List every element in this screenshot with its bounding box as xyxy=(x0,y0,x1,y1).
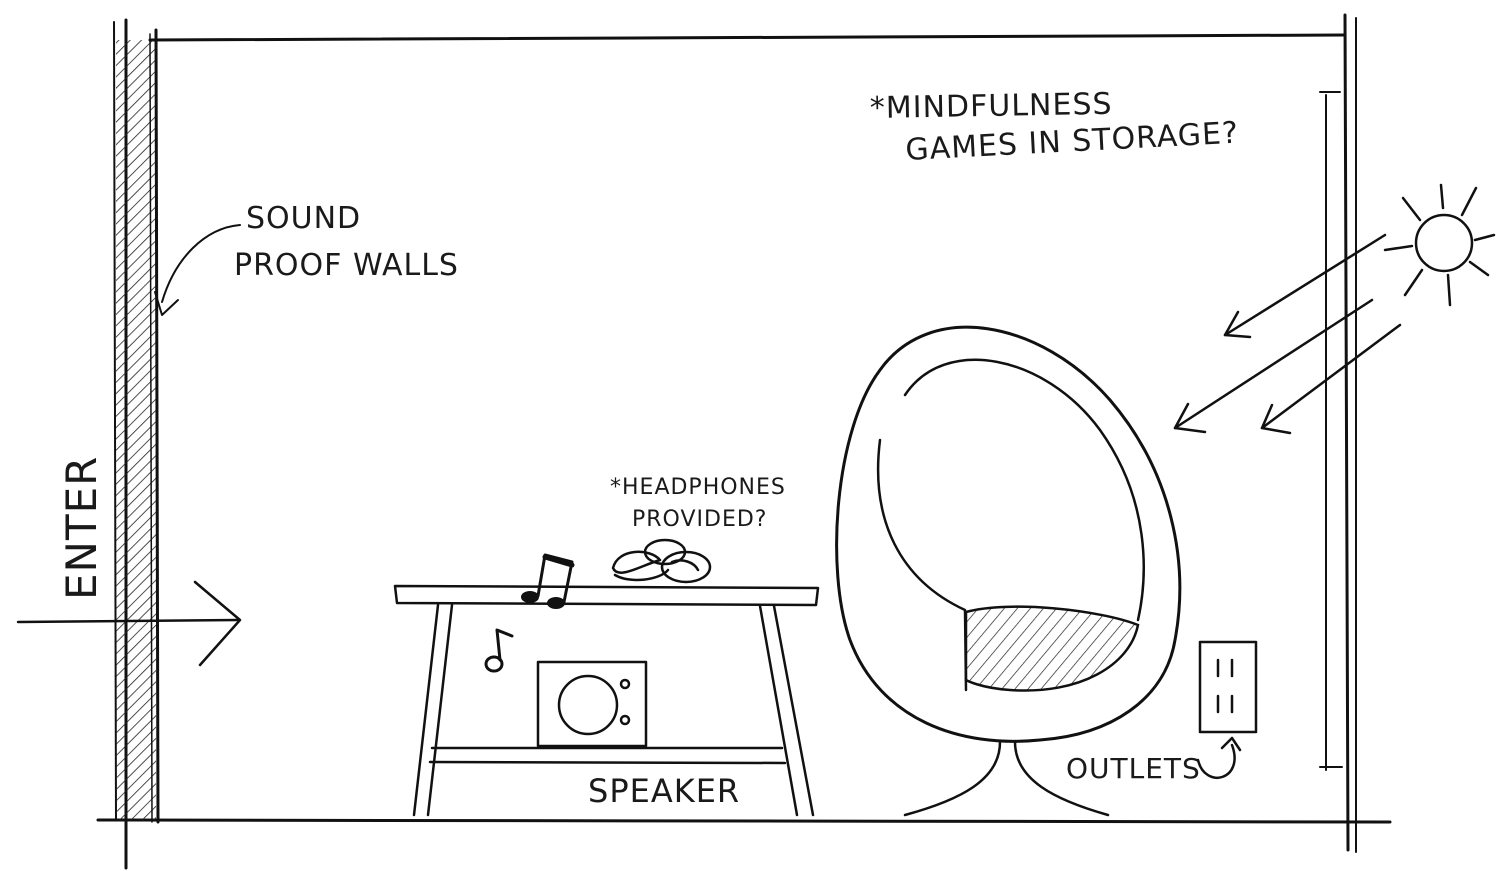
window xyxy=(1320,92,1342,770)
sound-proof-leader xyxy=(155,225,240,315)
headphones-icon xyxy=(613,540,710,582)
outlet-icon xyxy=(1198,642,1256,778)
outlets-label: OUTLETS xyxy=(1066,752,1201,785)
speaker-label: SPEAKER xyxy=(588,772,740,810)
egg-chair-icon xyxy=(837,327,1180,815)
sunlight-arrows xyxy=(1175,235,1400,433)
headphones-label-1: *HEADPHONES xyxy=(610,475,786,500)
enter-label: ENTER xyxy=(57,456,106,600)
sound-proof-wall xyxy=(116,30,158,822)
sun-icon xyxy=(1385,185,1494,305)
sound-proof-label-1: SOUND xyxy=(246,201,361,236)
mindfulness-label-1: *MINDFULNESS xyxy=(870,87,1113,126)
sound-proof-label-2: PROOF WALLS xyxy=(234,248,459,283)
speaker-icon xyxy=(538,662,646,746)
headphones-label-2: PROVIDED? xyxy=(632,507,767,532)
music-note-icon xyxy=(486,555,572,671)
